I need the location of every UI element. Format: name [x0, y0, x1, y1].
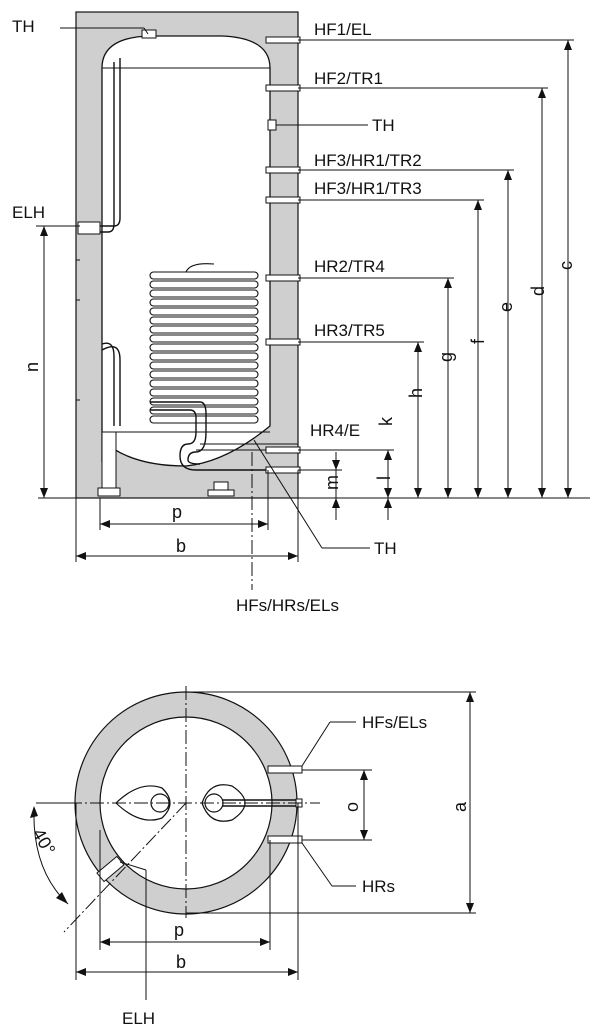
- label-hf2: HF2/TR1: [314, 69, 383, 88]
- label-hr3: HR3/TR5: [314, 321, 385, 340]
- label-th-mid: TH: [372, 116, 395, 135]
- dim-n: n: [22, 362, 42, 372]
- label-hf1: HF1/EL: [314, 20, 372, 39]
- stub-hrs: [267, 835, 303, 844]
- label-elh-side: ELH: [12, 203, 45, 222]
- dim-k: k: [376, 416, 396, 426]
- top-view: HFs/ELs HRs ELH 40° a o p b: [28, 686, 476, 1028]
- label-hfs-els: HFs/ELs: [362, 713, 427, 732]
- dim-p-top: p: [174, 920, 184, 940]
- foot-right: [213, 481, 229, 491]
- dim-f: f: [468, 338, 488, 344]
- label-hr2: HR2/TR4: [314, 257, 385, 276]
- heat-exchanger-coil: [149, 263, 259, 424]
- angle-line: [63, 802, 187, 933]
- foot-left: [101, 431, 117, 489]
- label-th-top: TH: [12, 17, 35, 36]
- label-hf3-a: HF3/HR1/TR2: [314, 151, 422, 170]
- label-angle: 40°: [28, 825, 59, 859]
- lower-rod: [101, 346, 121, 426]
- label-elh-top: ELH: [122, 1009, 155, 1028]
- label-hf3-b: HF3/HR1/TR3: [314, 179, 422, 198]
- dim-l: l: [374, 476, 394, 480]
- dim-o: o: [342, 802, 362, 812]
- vertical-dimensions: [40, 40, 572, 520]
- angle-arc: [33, 807, 69, 905]
- dim-m: m: [322, 475, 342, 490]
- th-sensor-mid: [267, 119, 277, 131]
- stub-hfs: [267, 765, 303, 774]
- label-hr4: HR4/E: [310, 421, 360, 440]
- dim-b-top: b: [176, 952, 186, 972]
- elh-port: [77, 221, 101, 235]
- dim-e: e: [496, 302, 516, 312]
- dim-h: h: [406, 388, 426, 398]
- dim-c: c: [556, 261, 576, 270]
- dim-d: d: [528, 286, 548, 296]
- label-hrs: HRs: [362, 877, 395, 896]
- label-th-bottom: TH: [374, 539, 397, 558]
- dim-b-side: b: [176, 536, 186, 556]
- dim-g: g: [436, 352, 456, 362]
- dim-p-side: p: [172, 502, 182, 522]
- connection-stubs: [265, 36, 301, 474]
- label-hfs-hrs-els: HFs/HRs/ELs: [236, 596, 339, 615]
- dim-a: a: [450, 801, 470, 812]
- side-view: TH HF1/EL HF2/TR1 TH HF3/HR1/TR2 HF3/HR1…: [12, 11, 590, 615]
- top-sensor: [141, 29, 157, 39]
